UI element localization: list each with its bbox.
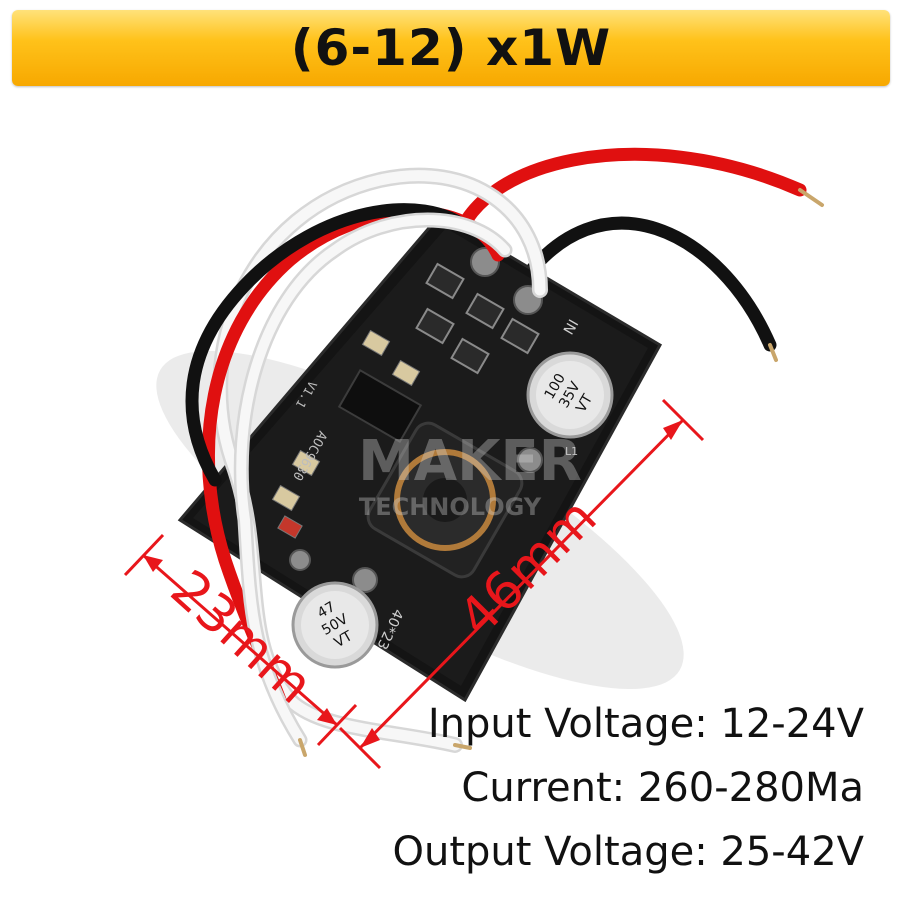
capacitor-small: 47 50V VT (291, 581, 379, 669)
red-wire-output (448, 147, 807, 257)
product-title: (6-12) x1W (290, 19, 612, 77)
black-wire-output (513, 216, 777, 352)
watermark-sub: TECHNOLOGY (359, 493, 542, 521)
spec-current: Current: 260-280Ma (461, 765, 864, 811)
wires-front (185, 167, 548, 757)
dimension-46mm (338, 398, 705, 770)
watermark-main: MAKER (358, 429, 582, 494)
dimension-23mm (123, 533, 358, 747)
spec-input-voltage: Input Voltage: 12-24V (427, 701, 864, 747)
title-banner: (6-12) x1W (12, 10, 890, 86)
black-wire-input (185, 203, 477, 487)
spec-output-voltage: Output Voltage: 25-42V (392, 829, 864, 875)
spec-list: Input Voltage: 12-24V Current: 260-280Ma… (393, 692, 864, 884)
inductor-label: L1 (565, 445, 578, 458)
capacitor-large: 100 35V VT (526, 351, 614, 439)
watermark: MAKER TECHNOLOGY (358, 429, 582, 521)
cap-small-value: 47 (315, 599, 338, 622)
led-driver-photo: AOC9630 V1.1 L1 100 35V VT 47 (123, 147, 824, 770)
wires-back (448, 147, 824, 362)
input-label: IN (559, 316, 580, 337)
smd-components (271, 247, 543, 593)
inductor: L1 (366, 421, 578, 579)
